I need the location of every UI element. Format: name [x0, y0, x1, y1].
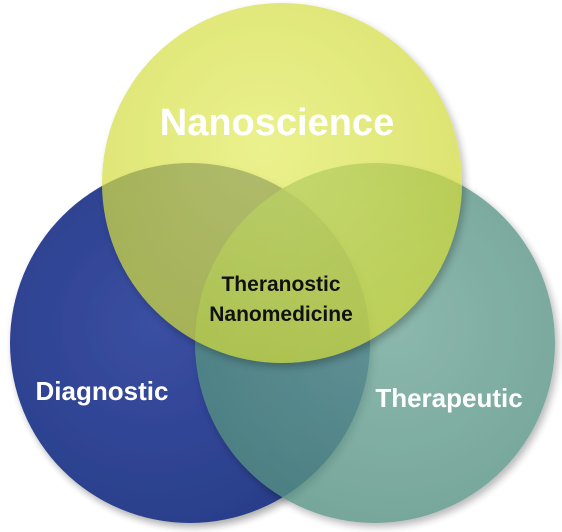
center-label-line2: Nanomedicine	[209, 303, 353, 326]
nanoscience-circle	[102, 3, 462, 363]
nanoscience-label: Nanoscience	[160, 102, 394, 144]
therapeutic-label: Therapeutic	[375, 383, 522, 413]
diagnostic-label: Diagnostic	[36, 376, 169, 406]
center-label-line1: Theranostic	[221, 273, 340, 296]
